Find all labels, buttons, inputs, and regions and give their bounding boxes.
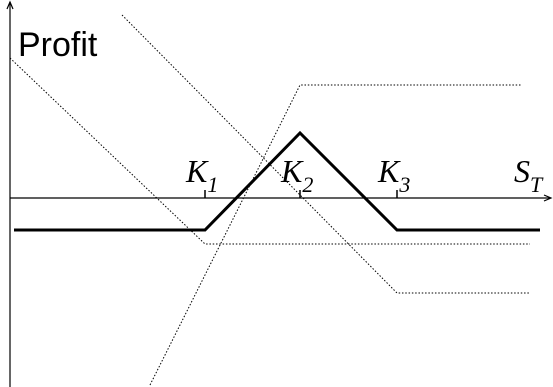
y-axis-arrowhead (6, 0, 14, 10)
strike-label-k2-main: K (280, 153, 304, 189)
x-axis-label-sub: T (530, 172, 544, 197)
strike-label-k1-main: K (185, 153, 209, 189)
strike-label-k3-sub: 3 (398, 172, 410, 197)
strike-label-k2-sub: 2 (302, 172, 313, 197)
strike-label-k1-sub: 1 (207, 172, 218, 197)
long-call-k1-line (9, 57, 530, 245)
strike-label-k3: K3 (377, 153, 410, 197)
strike-label-k3-main: K (377, 153, 401, 189)
y-axis-label: Profit (18, 26, 98, 64)
short-calls-k2-line (149, 84, 522, 386)
butterfly-profit-line (14, 130, 540, 232)
strike-label-k2: K2 (280, 153, 313, 197)
x-axis-arrowhead (543, 194, 553, 202)
strike-label-k1: K1 (185, 153, 218, 197)
x-axis-label-main: S (514, 153, 530, 189)
long-call-k3-line (121, 14, 530, 294)
x-axis-label: ST (514, 153, 544, 197)
